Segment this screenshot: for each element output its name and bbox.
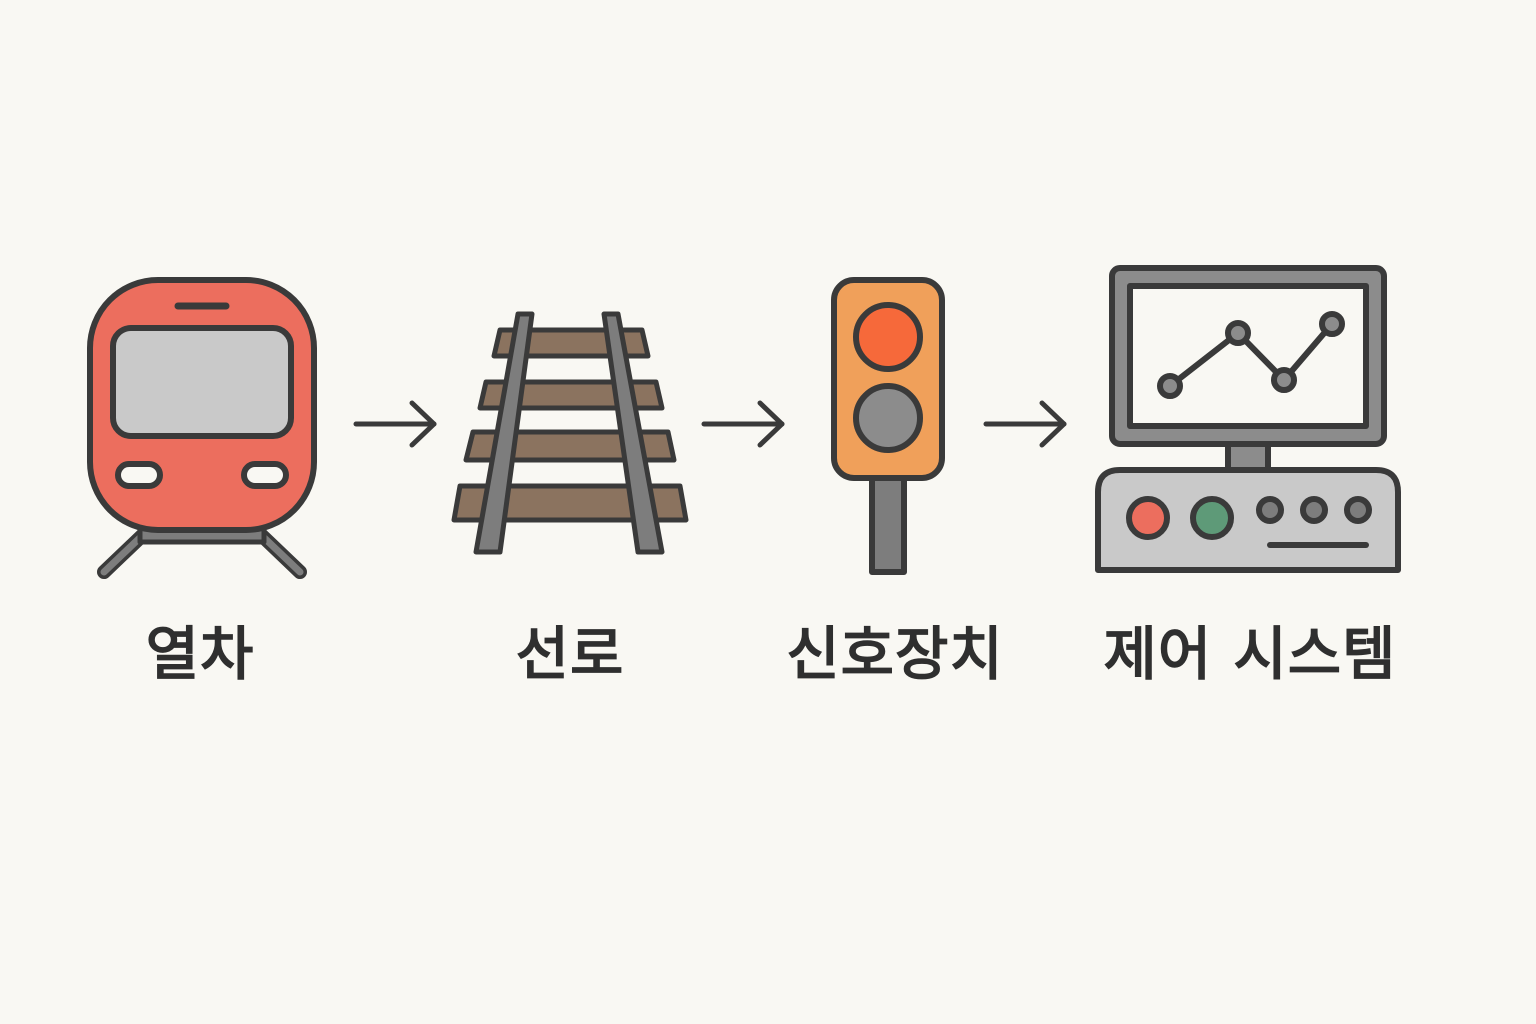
control-console-icon — [1095, 265, 1401, 573]
arrow-right-icon — [701, 400, 785, 448]
train-icon — [87, 277, 317, 579]
arrow-right-icon — [353, 400, 437, 448]
railway-track-icon — [451, 311, 689, 555]
traffic-signal-icon — [831, 277, 945, 575]
control-system-label: 제어 시스템 — [1103, 620, 1397, 688]
track-label: 선로 — [515, 620, 625, 688]
arrow-right-icon — [983, 400, 1067, 448]
signal-label: 신호장치 — [786, 620, 1004, 688]
train-label: 열차 — [145, 620, 255, 688]
